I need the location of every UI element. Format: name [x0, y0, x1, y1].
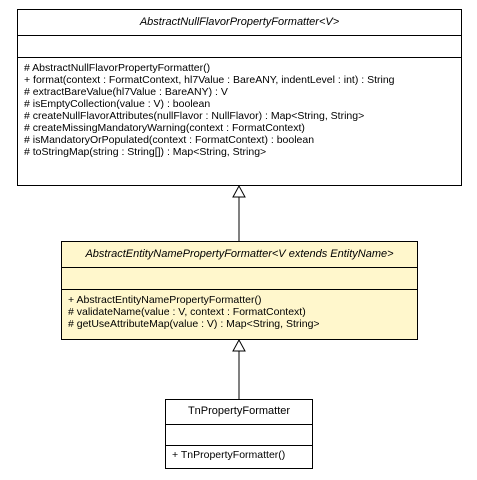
attributes-section: [62, 268, 417, 290]
operation: # createMissingMandatoryWarning(context …: [24, 122, 305, 134]
operation: # toStringMap(string : String[]) : Map<S…: [24, 146, 267, 158]
class-abstract-null-flavor-property-formatter[interactable]: AbstractNullFlavorPropertyFormatter<V> #…: [17, 9, 462, 186]
generalization-middle-to-base: [232, 184, 246, 241]
class-name-section: AbstractNullFlavorPropertyFormatter<V>: [18, 10, 461, 36]
class-name-section: TnPropertyFormatter: [166, 400, 312, 425]
operations-section: # AbstractNullFlavorPropertyFormatter() …: [18, 58, 461, 158]
operation: # isEmptyCollection(value : V) : boolean: [24, 98, 211, 110]
operation: # createNullFlavorAttributes(nullFlavor …: [24, 110, 365, 122]
generalization-arrowhead: [232, 184, 246, 198]
generalization-leaf-to-middle: [232, 338, 246, 399]
generalization-arrowhead: [232, 338, 246, 352]
operations-section: + TnPropertyFormatter(): [166, 446, 312, 461]
class-name: AbstractEntityNamePropertyFormatter<V ex…: [85, 248, 394, 260]
operations-section: + AbstractEntityNamePropertyFormatter() …: [62, 290, 417, 330]
class-name: AbstractNullFlavorPropertyFormatter<V>: [139, 16, 340, 28]
attributes-section: [166, 425, 312, 446]
attributes-section: [18, 36, 461, 58]
operation: + format(context : FormatContext, hl7Val…: [24, 74, 395, 86]
operation: # extractBareValue(hl7Value : BareANY) :…: [24, 86, 228, 98]
operation: + TnPropertyFormatter(): [172, 449, 286, 461]
class-tn-property-formatter[interactable]: TnPropertyFormatter + TnPropertyFormatte…: [165, 399, 313, 469]
class-name: TnPropertyFormatter: [187, 405, 291, 417]
operation: # isMandatoryOrPopulated(context : Forma…: [24, 134, 315, 146]
operation: + AbstractEntityNamePropertyFormatter(): [68, 294, 262, 306]
operation: # getUseAttributeMap(value : V) : Map<St…: [68, 318, 320, 330]
class-name-section: AbstractEntityNamePropertyFormatter<V ex…: [62, 242, 417, 268]
class-abstract-entity-name-property-formatter[interactable]: AbstractEntityNamePropertyFormatter<V ex…: [61, 241, 418, 340]
operation: # AbstractNullFlavorPropertyFormatter(): [24, 62, 211, 74]
operation: # validateName(value : V, context : Form…: [68, 306, 306, 318]
